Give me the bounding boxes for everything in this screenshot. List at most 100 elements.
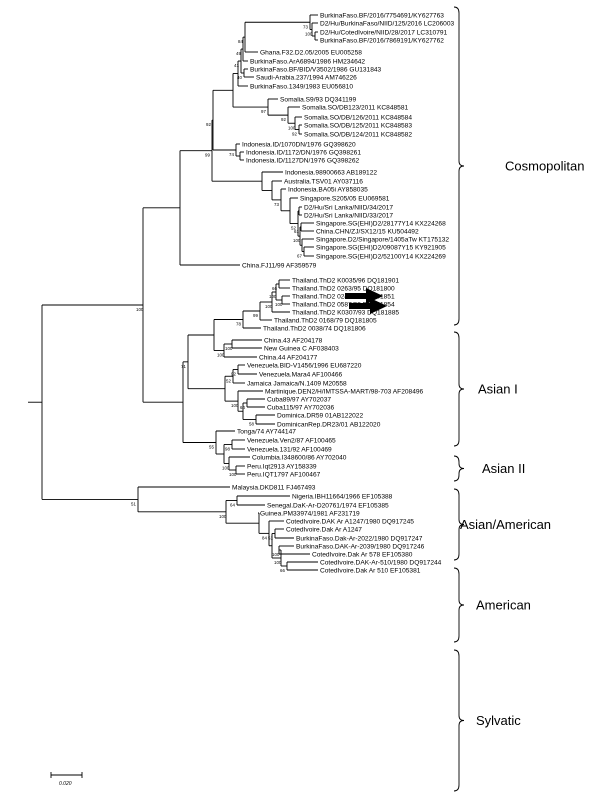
leaf-label: China.CHN/ZJ/SX12/15 KU504492 bbox=[316, 228, 419, 235]
bootstrap-value: 84 bbox=[262, 535, 267, 540]
leaf-label: D2/Hu/CotedIvoire/NIID/28/2017 LC310791 bbox=[320, 29, 448, 36]
leaf-label: Thailand.ThD2 0249/94 DQ181851 bbox=[292, 293, 395, 300]
bootstrap-value: 100 bbox=[229, 472, 237, 477]
bootstrap-value: 58 bbox=[249, 422, 254, 427]
bootstrap-value: 100 bbox=[219, 514, 227, 519]
leaf-label: Saudi-Arabia.237/1994 AM746226 bbox=[256, 74, 357, 81]
bootstrap-value: 40 bbox=[237, 75, 242, 80]
leaf-label: Thailand.ThD2 0587/93 DQ181854 bbox=[292, 301, 395, 308]
leaf-label: Tonga/74 AY744147 bbox=[237, 428, 296, 435]
bootstrap-value: 64 bbox=[240, 405, 245, 410]
bootstrap-value: 100 bbox=[222, 466, 230, 471]
leaf-label: BurkinaFaso.BF/BID/V3502/1986 GU131843 bbox=[250, 66, 382, 73]
leaf-label: China.FJ11/99 AF359579 bbox=[242, 262, 317, 269]
leaf-label: BurkinaFaso.Dak-Ar-2022/1980 DQ917247 bbox=[296, 535, 423, 542]
leaf-label: Singapore.D2/Singapore/1405aTw KT175132 bbox=[316, 236, 449, 243]
bootstrap-value: 100 bbox=[136, 307, 144, 312]
leaf-label: DominicanRep.DR23/01 AB122020 bbox=[277, 421, 381, 428]
bootstrap-value: 51 bbox=[131, 501, 136, 506]
leaf-label: Venezuela.Mara4 AF100466 bbox=[259, 371, 343, 378]
clade-bracket bbox=[453, 6, 465, 326]
leaf-label: Senegal.DaK-Ar-D20761/1974 EF105385 bbox=[267, 502, 389, 509]
bootstrap-value: 98 bbox=[225, 447, 230, 452]
bootstrap-value: 64 bbox=[230, 503, 235, 508]
leaf-label: Cuba89/97 AY702037 bbox=[267, 396, 331, 403]
bootstrap-value: 100 bbox=[274, 560, 282, 565]
clade-bracket bbox=[453, 331, 465, 447]
bootstrap-value: 41 bbox=[234, 63, 239, 68]
bootstrap-value: 100 bbox=[305, 32, 313, 37]
bootstrap-value: 71 bbox=[181, 364, 186, 369]
leaf-label: BurkinaFaso.ArA6894/1986 HM234642 bbox=[250, 58, 365, 65]
clade-label: Cosmopolitan bbox=[505, 159, 585, 174]
bootstrap-value: 100 bbox=[265, 304, 273, 309]
leaf-label: BurkinaFaso.1349/1983 EU056810 bbox=[250, 83, 353, 90]
bootstrap-value: 99 bbox=[205, 153, 210, 158]
leaf-label: Nigeria.IBH11664/1966 EF105388 bbox=[292, 493, 393, 500]
leaf-label: China.43 AF204178 bbox=[264, 337, 323, 344]
leaf-label: Martinique.DEN2/H/IMTSSA-MART/98-703 AF2… bbox=[265, 388, 424, 395]
scale-bar-label: 0.020 bbox=[59, 781, 72, 787]
leaf-label: BurkinaFaso.BF/2016/7869191/KY627762 bbox=[320, 37, 444, 44]
leaf-label: CotedIvoire.Dak Ar 510 EF105381 bbox=[320, 567, 421, 574]
leaf-label: CotedIvoire.DAK Ar A1247/1980 DQ917245 bbox=[286, 518, 414, 525]
leaf-label: CotedIvoire.Dak Ar 578 EF105380 bbox=[312, 551, 413, 558]
leaf-label: Indonesia.BA05i AY858035 bbox=[288, 186, 368, 193]
leaf-label: Indonesia.ID/1070DN/1976 GQ398620 bbox=[242, 141, 356, 148]
bootstrap-value: 92 bbox=[231, 372, 236, 377]
leaf-label: Cuba115/97 AY702036 bbox=[267, 404, 335, 411]
tree-branches bbox=[28, 14, 318, 571]
leaf-label: Indonesia.ID/1127DN/1976 GQ398262 bbox=[246, 157, 359, 164]
leaf-label: D2/Hu/Sri Lanka/NIID/33/2017 bbox=[304, 212, 393, 219]
bootstrap-values: 7310084494041921009297749299735261671006… bbox=[131, 24, 313, 573]
clade-bracket bbox=[453, 649, 465, 792]
clade-label: Asian/American bbox=[460, 517, 551, 532]
leaf-label: Ghana.F32.D2.05/2005 EU005258 bbox=[260, 49, 362, 56]
bootstrap-value: 100 bbox=[275, 302, 283, 307]
leaf-label: BurkinaFaso.DAK-Ar-2039/1980 DQ917246 bbox=[296, 543, 425, 550]
leaf-label: Dominica.DR59 01AB122022 bbox=[277, 412, 363, 419]
leaf-label: Australia.TSV01 AY037116 bbox=[284, 178, 363, 185]
leaf-label: Peru.IQT1797 AF100467 bbox=[247, 471, 321, 478]
bootstrap-value: 52 bbox=[226, 378, 231, 383]
bootstrap-value: 92 bbox=[292, 132, 297, 137]
bootstrap-value: 51 bbox=[268, 536, 273, 541]
bootstrap-value: 66 bbox=[272, 286, 277, 291]
clade-label: Asian I bbox=[478, 382, 518, 397]
leaf-label: Malaysia.DKD811 FJ467493 bbox=[232, 484, 316, 491]
bootstrap-value: 49 bbox=[236, 51, 241, 56]
bootstrap-value: 100 bbox=[217, 353, 225, 358]
leaf-label: Indonesia.98900663 AB189122 bbox=[285, 169, 377, 176]
leaf-label: Indonesia.ID/1172/DN/1976 GQ398261 bbox=[246, 149, 361, 156]
clade-label: Sylvatic bbox=[476, 713, 521, 728]
leaf-labels: BurkinaFaso.BF/2016/7754691/KY627763D2/H… bbox=[232, 12, 454, 574]
leaf-label: Guinea.PM33974/1981 AF231719 bbox=[260, 510, 360, 517]
bootstrap-value: 52 bbox=[291, 226, 296, 231]
bootstrap-value: 92 bbox=[281, 117, 286, 122]
leaf-label: Thailand.ThD2 K0307/93 DQ181885 bbox=[292, 309, 399, 316]
scale-bar: 0.020 bbox=[50, 772, 83, 787]
bootstrap-value: 100 bbox=[288, 125, 296, 130]
leaf-label: Thailand.ThD2 0168/79 DQ181805 bbox=[274, 317, 377, 324]
clade-label: Asian II bbox=[482, 461, 525, 476]
leaf-label: New Guinea C AF038403 bbox=[264, 345, 339, 352]
highlight-arrows bbox=[345, 288, 387, 314]
leaf-label: Singapore.SG(EHI)D2/09087Y15 KY921905 bbox=[316, 244, 446, 251]
bootstrap-value: 74 bbox=[229, 152, 234, 157]
bootstrap-value: 84 bbox=[238, 39, 243, 44]
leaf-label: Singapore.S205/05 EU069581 bbox=[300, 195, 390, 202]
clade-bracket bbox=[453, 567, 465, 643]
bootstrap-value: 78 bbox=[236, 322, 241, 327]
bootstrap-value: 100 bbox=[231, 403, 239, 408]
leaf-label: Singapore.SG(EHI)D2/52100Y14 KX224269 bbox=[316, 253, 446, 260]
bootstrap-value: 100 bbox=[225, 346, 233, 351]
leaf-label: Venezuela.Ven2/87 AF100465 bbox=[247, 437, 336, 444]
bootstrap-value: 100 bbox=[272, 552, 280, 557]
leaf-label: Venezuela.131/92 AF100469 bbox=[247, 446, 332, 453]
leaf-label: Somalia.SO/DB123/2011 KC848581 bbox=[302, 104, 409, 111]
leaf-label: Peru.Iqt2913 AY158339 bbox=[247, 463, 317, 470]
bootstrap-value: 55 bbox=[209, 445, 214, 450]
leaf-label: Somalia.SO/DB/124/2011 KC848582 bbox=[304, 131, 412, 138]
arrow-icon bbox=[349, 298, 387, 314]
